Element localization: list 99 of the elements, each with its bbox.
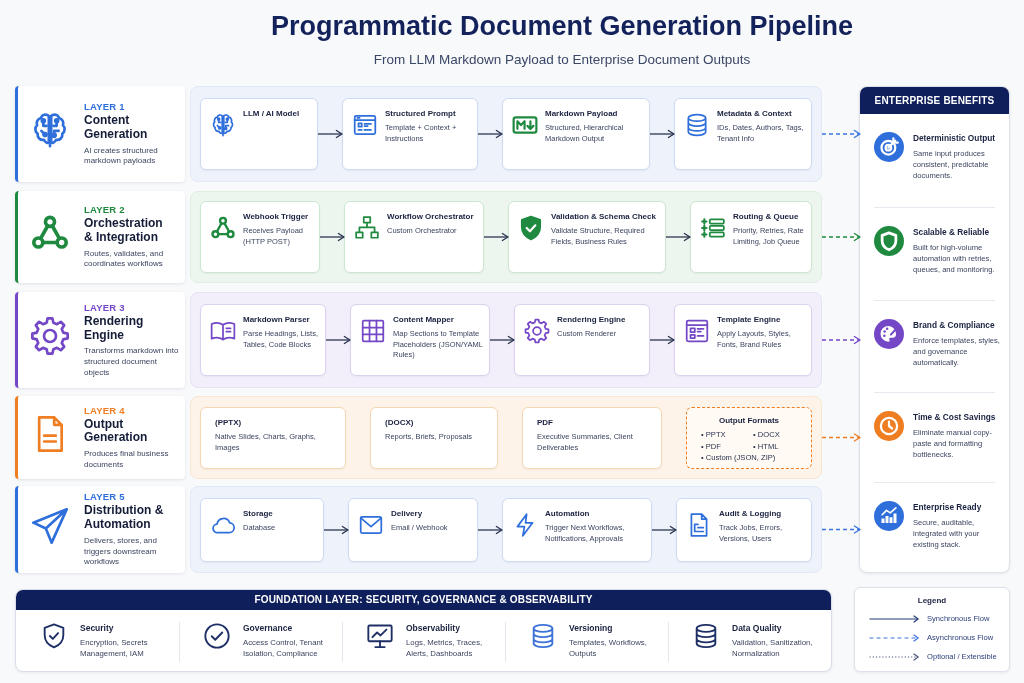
- layer-card: [15, 292, 185, 388]
- arrow: [323, 525, 349, 535]
- step-title: Routing & Queue: [733, 212, 799, 222]
- process-card: [350, 304, 490, 376]
- step-title: Webhook Trigger: [243, 212, 309, 222]
- process-card: [674, 98, 812, 170]
- layer-description: Produces final business documents: [84, 449, 170, 471]
- process-card: [200, 407, 346, 469]
- layer-card: [15, 396, 185, 479]
- legend-title: Legend: [917, 596, 947, 606]
- layer-title: Output Generation: [84, 417, 149, 446]
- layer-title: Rendering Engine: [84, 314, 145, 343]
- layer-number: LAYER 5: [84, 491, 125, 504]
- benefit-title: Brand & Compliance: [913, 320, 995, 331]
- layer-number: LAYER 1: [84, 101, 125, 114]
- layer-card: [15, 191, 185, 283]
- output-formats-card: [686, 407, 812, 469]
- process-card: [342, 98, 478, 170]
- foundation-item-title: Governance: [243, 623, 293, 634]
- process-card: [676, 498, 812, 562]
- layer-number: LAYER 4: [84, 404, 125, 417]
- step-title: Template Engine: [717, 315, 781, 325]
- step-title: (PPTX): [215, 418, 242, 428]
- foundation-item-title: Data Quality: [732, 623, 782, 634]
- benefit-title: Enterprise Ready: [913, 502, 982, 513]
- foundation-item-title: Observability: [406, 623, 460, 634]
- step-title: Content Mapper: [393, 315, 454, 325]
- arrow: [317, 129, 343, 139]
- process-card: [508, 201, 666, 273]
- foundation-item-title: Versioning: [569, 623, 613, 634]
- step-title: Validation & Schema Check: [551, 212, 656, 222]
- benefits-panel: [859, 86, 1010, 573]
- process-card: [200, 498, 324, 562]
- step-title: Output Formats: [719, 416, 779, 426]
- section-heading: FOUNDATION LAYER: SECURITY, GOVERNANCE & OBSERVABILITY: [16, 590, 831, 610]
- arrow: [651, 525, 677, 535]
- benefit-title: Scalable & Reliable: [913, 227, 990, 238]
- layer-number: LAYER 3: [84, 301, 125, 314]
- layer-band: [190, 191, 822, 283]
- process-card: [514, 304, 650, 376]
- layer-card: [15, 86, 185, 182]
- arrow: [477, 525, 503, 535]
- benefit-title: Time & Cost Savings: [913, 412, 996, 423]
- arrow: [665, 232, 691, 242]
- section-heading: ENTERPRISE BENEFITS: [860, 87, 1009, 114]
- dashed-arrow: [821, 129, 861, 139]
- layer-band: [190, 86, 822, 182]
- layer-description: Transforms markdown into structured document objects: [84, 346, 180, 379]
- process-card: [200, 98, 318, 170]
- layer-title: Distribution & Automation: [84, 504, 165, 532]
- step-title: Structured Prompt: [385, 109, 456, 119]
- process-card: [200, 304, 326, 376]
- step-title: Storage: [243, 509, 273, 519]
- benefit-title: Deterministic Output: [913, 133, 996, 144]
- foundation-panel: [15, 589, 832, 672]
- process-card: [502, 98, 650, 170]
- process-card: [200, 201, 320, 273]
- layer-description: Routes, validates, and coordinates workflows: [84, 248, 165, 270]
- step-title: (DOCX): [385, 418, 414, 428]
- process-card: [674, 304, 812, 376]
- foundation-item-title: Security: [80, 623, 114, 634]
- arrow: [483, 232, 509, 242]
- dashed-arrow: [821, 232, 861, 242]
- layer-band: [190, 292, 822, 388]
- layer-title: Orchestration & Integration: [84, 217, 164, 245]
- step-title: PDF: [537, 418, 553, 428]
- step-title: Delivery: [391, 509, 423, 519]
- step-title: Markdown Payload: [545, 109, 618, 119]
- process-card: [522, 407, 662, 469]
- step-title: Metadata & Context: [717, 109, 792, 119]
- layer-title: Content Generation: [84, 114, 149, 142]
- layer-band: [190, 486, 822, 573]
- layer-description: Delivers, stores, and triggers downstream workflows: [84, 535, 158, 568]
- process-card: [348, 498, 478, 562]
- arrow: [489, 335, 515, 345]
- arrow: [649, 129, 675, 139]
- arrow: [649, 335, 675, 345]
- process-card: [370, 407, 498, 469]
- layer-description: AI creates structured markdown payloads: [84, 145, 159, 167]
- layer-number: LAYER 2: [84, 204, 125, 217]
- arrow: [477, 129, 503, 139]
- layer-band: [190, 396, 822, 479]
- step-title: Rendering Engine: [557, 315, 626, 325]
- dashed-arrow: [821, 525, 861, 534]
- dashed-arrow: [821, 335, 861, 345]
- step-title: Audit & Logging: [719, 509, 782, 519]
- page-title: Programmatic Document Generation Pipeline: [270, 10, 854, 43]
- arrow: [319, 232, 345, 242]
- process-card: [344, 201, 484, 273]
- step-title: Workflow Orchestrator: [387, 212, 474, 222]
- process-card: [502, 498, 652, 562]
- arrow: [325, 335, 351, 345]
- dashed-arrow: [821, 433, 861, 442]
- layer-card: [15, 486, 185, 573]
- subtitle: From LLM Markdown Payload to Enterprise Document Outputs: [373, 51, 751, 69]
- step-title: Markdown Parser: [243, 315, 310, 325]
- step-title: Automation: [545, 509, 590, 519]
- step-title: LLM / AI Model: [243, 109, 300, 119]
- process-card: [690, 201, 812, 273]
